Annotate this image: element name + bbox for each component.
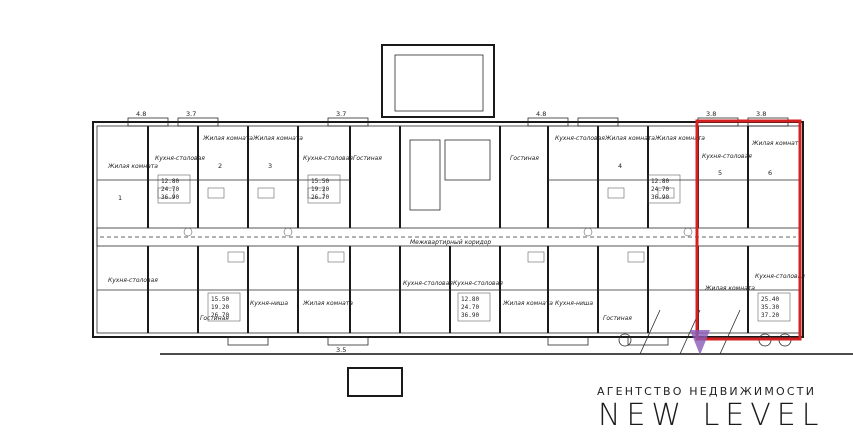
label-kitchen-8: Кухня-столовая: [755, 273, 805, 280]
svg-text:1: 1: [118, 194, 122, 202]
room-labels: Жилая комната Кухня-столовая Жилая комна…: [107, 135, 805, 322]
label-living-3: Жилая комната: [252, 135, 303, 142]
svg-text:24.70: 24.70: [161, 186, 179, 193]
svg-text:3: 3: [268, 162, 272, 170]
label-kitchen-7: Кухня-столовая: [453, 280, 503, 287]
label-living-room-4: Гостиная: [603, 315, 632, 322]
svg-text:36.90: 36.90: [461, 312, 479, 319]
svg-text:6: 6: [768, 169, 772, 177]
svg-text:3.8: 3.8: [706, 110, 716, 118]
label-living-4: Жилая комната: [604, 135, 655, 142]
svg-text:24.70: 24.70: [461, 304, 479, 311]
svg-text:4.8: 4.8: [136, 110, 146, 118]
svg-text:2: 2: [218, 162, 222, 170]
svg-text:35.30: 35.30: [761, 304, 779, 311]
top-units: [97, 126, 799, 228]
svg-text:12.80: 12.80: [461, 296, 479, 303]
svg-text:12.80: 12.80: [161, 178, 179, 185]
top-shaft: [381, 44, 495, 118]
svg-text:36.90: 36.90: [651, 194, 669, 201]
label-living-6: Жилая комната: [751, 140, 802, 147]
building-outline: [92, 121, 804, 338]
logo-mark-icon: [690, 330, 710, 355]
svg-text:4.8: 4.8: [536, 110, 546, 118]
highlighted-apartment[interactable]: [695, 119, 802, 341]
label-kitchen-6: Кухня-столовая: [403, 280, 453, 287]
svg-text:26.70: 26.70: [211, 312, 229, 319]
label-living-9: Жилая комната: [704, 285, 755, 292]
area-tables: 12.80 24.70 36.90 15.50 19.20 26.70 12.8…: [157, 174, 791, 322]
svg-text:19.20: 19.20: [311, 186, 329, 193]
bottom-shaft: [347, 367, 403, 397]
svg-text:4: 4: [618, 162, 622, 170]
label-living-7: Жилая комната: [302, 300, 353, 307]
label-corridor: Межквартирный коридор: [410, 239, 491, 246]
label-kitchen-niche-1: Кухня-ниша: [250, 300, 288, 307]
fixtures: [157, 187, 693, 263]
label-kitchen-2: Кухня-столовая: [303, 155, 353, 162]
svg-text:37.20: 37.20: [761, 312, 779, 319]
svg-text:26.70: 26.70: [311, 194, 329, 201]
svg-text:25.40: 25.40: [761, 296, 779, 303]
svg-text:3.8: 3.8: [756, 110, 766, 118]
svg-text:3.7: 3.7: [336, 110, 346, 118]
label-living-room-2: Гостиная: [510, 155, 539, 162]
bottom-balconies: [227, 336, 669, 346]
svg-text:12.80: 12.80: [651, 178, 669, 185]
svg-text:15.50: 15.50: [211, 296, 229, 303]
svg-text:5: 5: [718, 169, 722, 177]
label-living-room-3: Гостиная: [200, 315, 229, 322]
room-numbers: 1 2 3 4 5 6: [118, 162, 772, 202]
svg-text:15.50: 15.50: [311, 178, 329, 185]
label-living-5: Жилая комната: [654, 135, 705, 142]
label-living-1: Жилая комната: [107, 163, 158, 170]
brand-name: NEW LEVEL: [598, 398, 825, 433]
brand-tagline: АГЕНТСТВО НЕДВИЖИМОСТИ: [597, 385, 817, 398]
label-kitchen-4: Кухня-столовая: [702, 153, 752, 160]
svg-text:19.20: 19.20: [211, 304, 229, 311]
label-kitchen-1: Кухня-столовая: [155, 155, 205, 162]
label-living-room-1: Гостиная: [353, 155, 382, 162]
svg-text:3.7: 3.7: [186, 110, 196, 118]
label-kitchen-5: Кухня-столовая: [108, 277, 158, 284]
svg-text:24.70: 24.70: [651, 186, 669, 193]
label-kitchen-3: Кухня-столовая: [555, 135, 605, 142]
svg-text:36.90: 36.90: [161, 194, 179, 201]
svg-text:3.5: 3.5: [336, 346, 346, 354]
label-living-8: Жилая комната: [502, 300, 553, 307]
balcony-area-labels: 4.8 3.7 3.7 4.8 3.8 3.8 3.5: [136, 110, 766, 354]
label-kitchen-niche-2: Кухня-ниша: [555, 300, 593, 307]
label-living-2: Жилая комната: [202, 135, 253, 142]
